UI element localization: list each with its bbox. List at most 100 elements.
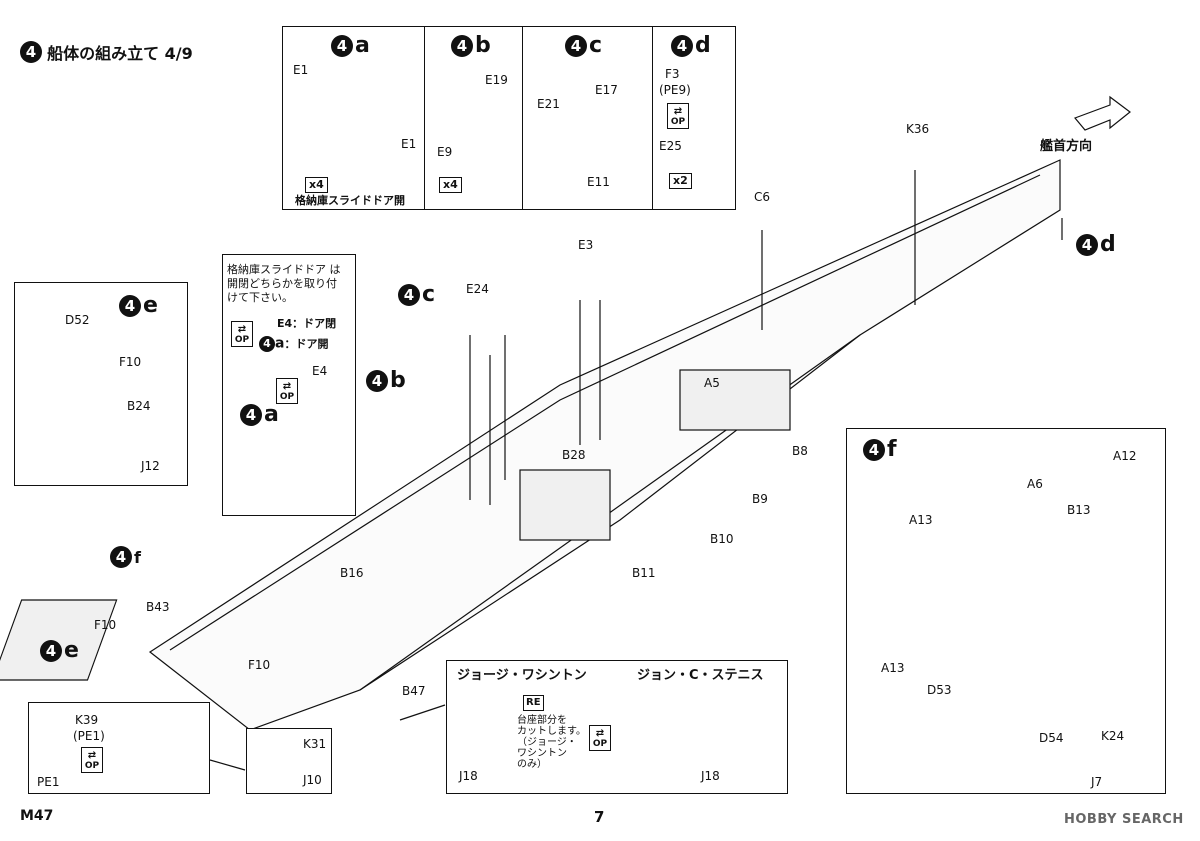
note-optional-part-icon: ⇄OP (231, 321, 253, 347)
substep-e-letter: e (143, 293, 158, 318)
part-label-pe9: (PE9) (659, 83, 691, 97)
label-a6: A6 (1027, 477, 1043, 491)
label-b43: B43 (146, 600, 170, 614)
door-note-line-2: 開閉どちらかを取り付 (227, 277, 337, 290)
op-arrow-icon: ⇄ (237, 324, 247, 335)
label-j10: J10 (303, 773, 322, 787)
k39-optional-part-icon: ⇄OP (81, 747, 103, 773)
label-b13: B13 (1067, 503, 1091, 517)
ref-4f-letter: f (134, 547, 141, 567)
substep-d-letter: d (695, 33, 711, 58)
ref-4d-number: 4 (1076, 233, 1098, 256)
part-label-f10: F10 (119, 355, 142, 369)
note-a-number: 4 (259, 335, 275, 352)
label-d54: D54 (1039, 731, 1064, 745)
label-b16: B16 (340, 566, 364, 580)
variants-box: ジョージ・ワシントン ジョン・C・ステニス RE 台座部分を カットします。 （… (446, 660, 788, 794)
note-a-text: ：ドア開 (284, 337, 329, 351)
label-b28: B28 (562, 448, 586, 462)
substep-f-letter: f (887, 437, 897, 462)
part-label-e9: E9 (437, 145, 453, 159)
ref-4a-number: 4 (240, 403, 262, 426)
label-pe1: PE1 (37, 775, 60, 789)
gw-note-5: のみ） (517, 759, 547, 770)
substep-b-number: 4 (451, 34, 473, 57)
label-j18-gw: J18 (459, 769, 478, 783)
label-pe1-paren: (PE1) (73, 729, 105, 743)
label-b9: B9 (752, 492, 768, 506)
part-label-e17: E17 (595, 83, 618, 97)
k31-box: K31 J10 (246, 728, 332, 794)
label-e4: E4 (312, 364, 328, 378)
gw-optional-part-icon: ⇄OP (589, 725, 611, 751)
door-note-line-3: けて下さい。 (227, 291, 293, 304)
substep-a-caption: 格納庫スライドドア開 (295, 194, 405, 207)
label-j7: J7 (1091, 775, 1103, 789)
label-k36: K36 (906, 122, 930, 136)
step-title: 4 船体の組み立て 4/9 (20, 40, 193, 64)
ref-4b-letter: b (390, 368, 406, 393)
substep-d-number: 4 (671, 34, 693, 57)
label-b11: B11 (632, 566, 656, 580)
part-label-e21: E21 (537, 97, 560, 111)
door-note-box: 格納庫スライドドア は 開閉どちらかを取り付 けて下さい。 ⇄OP E4：ドア閉… (222, 254, 356, 516)
op-label: OP (234, 335, 250, 345)
substep-a-qty: x4 (305, 177, 328, 193)
label-b47: B47 (402, 684, 426, 698)
op-label: OP (670, 117, 686, 127)
op-arrow-icon: ⇄ (282, 381, 292, 392)
variant-js-title: ジョン・C・ステニス (637, 668, 764, 683)
ref-4d-letter: d (1100, 232, 1116, 257)
substep-a-number: 4 (331, 34, 353, 57)
door-note-e4: E4：ドア閉 (277, 317, 337, 330)
label-b8: B8 (792, 444, 808, 458)
part-label-e1-top: E1 (293, 63, 309, 77)
label-a5: A5 (704, 376, 720, 390)
ref-4c-letter: c (422, 282, 436, 307)
optional-part-icon: ⇄OP (667, 103, 689, 129)
label-b10: B10 (710, 532, 734, 546)
gw-note-1: 台座部分を (517, 715, 567, 726)
label-f10-right: F10 (248, 658, 271, 672)
part-label-f3: F3 (665, 67, 680, 81)
label-k24: K24 (1101, 729, 1125, 743)
substep-e-number: 4 (119, 294, 141, 317)
label-c6: C6 (754, 190, 771, 204)
label-e24: E24 (466, 282, 489, 296)
op-label: OP (279, 392, 295, 402)
label-bow-direction: 艦首方向 (1040, 139, 1093, 154)
substep-d-qty: x2 (669, 173, 692, 189)
re-mark: RE (523, 695, 544, 711)
note-a-letter: a (275, 335, 285, 352)
variant-gw-title: ジョージ・ワシントン (457, 668, 587, 683)
door-note-line-1: 格納庫スライドドア は (227, 263, 341, 276)
part-label-e11: E11 (587, 175, 610, 189)
substep-f-number: 4 (863, 438, 885, 461)
substep-c-number: 4 (565, 34, 587, 57)
label-j18-js: J18 (701, 769, 720, 783)
label-d53: D53 (927, 683, 952, 697)
label-a13-inset: A13 (909, 513, 933, 527)
substep-a-letter: a (355, 33, 370, 58)
substep-c-letter: c (589, 33, 603, 58)
page-number: 7 (594, 808, 605, 826)
op-arrow-icon: ⇄ (595, 728, 605, 739)
step-number-badge: 4 (20, 41, 42, 63)
label-k31: K31 (303, 737, 327, 751)
label-f10-left: F10 (94, 618, 117, 632)
ref-4b-number: 4 (366, 369, 388, 392)
